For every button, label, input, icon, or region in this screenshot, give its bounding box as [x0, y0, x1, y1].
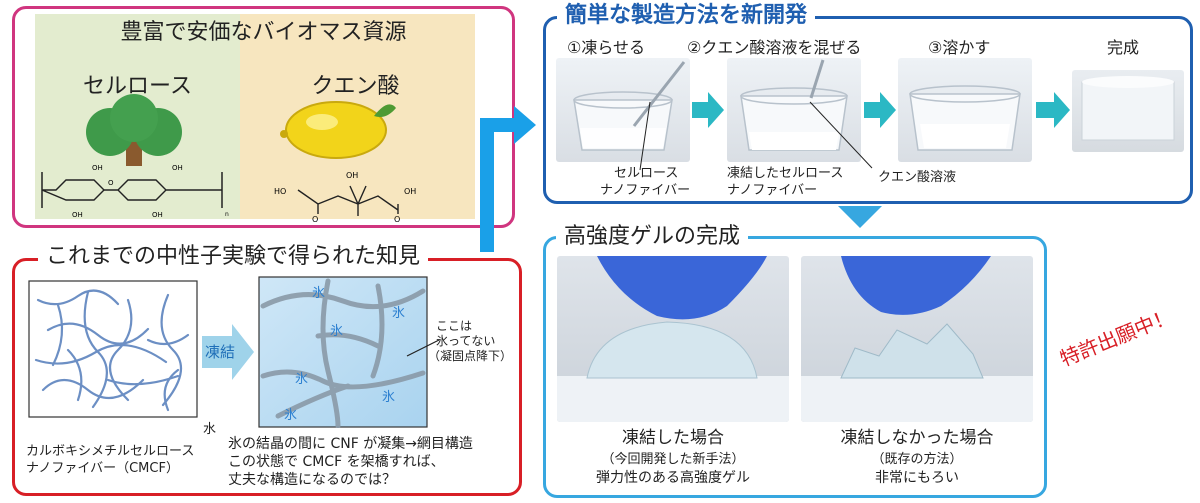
- unfrozen-desc: 非常にもろい: [875, 470, 959, 486]
- ice-label-2: 氷: [330, 324, 344, 339]
- method-panel: [543, 16, 1193, 204]
- svg-text:OH: OH: [404, 187, 416, 196]
- svg-text:OH: OH: [172, 164, 183, 172]
- step2-label: ②クエン酸溶液を混ぜる: [687, 38, 862, 57]
- note-line1: ここは: [436, 319, 473, 333]
- svg-text:O: O: [108, 179, 114, 187]
- photo-melted-cup: [898, 58, 1032, 162]
- photo-unfrozen-gel: [801, 256, 1033, 422]
- patent-pending-label: 特許出願中！: [1056, 303, 1177, 371]
- photo-frozen-cup: [727, 58, 861, 162]
- finding-desc-line1: 氷の結晶の間に CNF が凝集→網目構造: [228, 436, 473, 452]
- frozen-title: 凍結した場合: [622, 428, 724, 448]
- cmcf-fibers-diagram: [28, 280, 198, 418]
- svg-text:OH: OH: [72, 211, 83, 219]
- unfrozen-title: 凍結しなかった場合: [840, 428, 994, 448]
- caption-citric-solution: クエン酸溶液: [878, 170, 957, 185]
- lemon-icon: [280, 101, 396, 159]
- caption-frozen-line1: 凍結したセルロース: [727, 166, 844, 181]
- done-label: 完成: [1107, 38, 1140, 57]
- frozen-sub: （今回開発した新手法）: [601, 452, 745, 467]
- photo-finished-gel: [1072, 70, 1184, 152]
- caption-frozen-line2: ナノファイバー: [727, 183, 818, 198]
- note-line2: 氷ってない: [436, 334, 496, 348]
- photo-frozen-gel: [557, 256, 789, 422]
- ice-label-4: 氷: [295, 372, 309, 387]
- svg-text:HO: HO: [274, 187, 286, 196]
- photo-cellulose-cup: [556, 58, 690, 162]
- svg-text:OH: OH: [152, 211, 163, 219]
- water-label: 水: [203, 422, 217, 437]
- step-arrow-icon-3: [1036, 92, 1070, 128]
- findings-title: これまでの中性子実験で得られた知見: [38, 244, 429, 270]
- step1-label: ①凍らせる: [567, 38, 646, 57]
- method-title: 簡単な製造方法を新開発: [557, 3, 816, 29]
- ice-label-6: 氷: [284, 408, 298, 423]
- caption-cellulose-line2: ナノファイバー: [600, 183, 691, 198]
- citric-acid-structure-diagram: HO OH OH O O: [274, 171, 416, 222]
- cellulose-structure-diagram: OH O OH OH OH n: [41, 164, 229, 219]
- tree-icon: [86, 94, 182, 166]
- biomass-panel: [12, 6, 515, 228]
- freeze-label: 凍結: [205, 343, 236, 361]
- ice-label-5: 氷: [382, 390, 396, 405]
- caption-pointer-lines: [639, 101, 873, 171]
- step3-label: ③溶かす: [928, 38, 991, 57]
- step-arrow-icon-1: [692, 92, 724, 128]
- cmcf-label-line1: カルボキシメチルセルロース: [26, 444, 195, 459]
- caption-cellulose-line1: セルロース: [614, 166, 679, 181]
- biomass-title: 豊富で安価なバイオマス資源: [120, 20, 407, 45]
- svg-text:n: n: [225, 211, 229, 218]
- step-arrow-icon-2: [864, 92, 896, 128]
- ice-label-1: 氷: [312, 286, 326, 301]
- citric-acid-label: クエン酸: [311, 74, 400, 99]
- svg-text:OH: OH: [92, 164, 103, 172]
- svg-text:OH: OH: [346, 171, 358, 180]
- finding-desc-line3: 丈夫な構造になるのでは？: [228, 472, 396, 488]
- freeze-arrow-icon: [202, 324, 254, 380]
- svg-text:O: O: [394, 215, 400, 222]
- svg-text:O: O: [312, 215, 318, 222]
- gel-panel: [543, 236, 1047, 498]
- finding-desc-line2: この状態で CMCF を架橋すれば、: [228, 454, 445, 470]
- note-pointer: [406, 339, 440, 357]
- ice-label-3: 氷: [392, 306, 406, 321]
- ice-network-diagram: [258, 276, 428, 428]
- cmcf-label-line2: ナノファイバー（CMCF）: [26, 461, 179, 476]
- note-line3: （凝固点降下）: [428, 349, 513, 363]
- frozen-desc: 弾力性のある高強度ゲル: [596, 470, 750, 486]
- connector-arrow-icon: [480, 106, 536, 252]
- unfrozen-sub: （既存の方法）: [871, 452, 963, 467]
- gel-title: 高強度ゲルの完成: [556, 224, 749, 250]
- down-arrow-icon: [838, 206, 882, 228]
